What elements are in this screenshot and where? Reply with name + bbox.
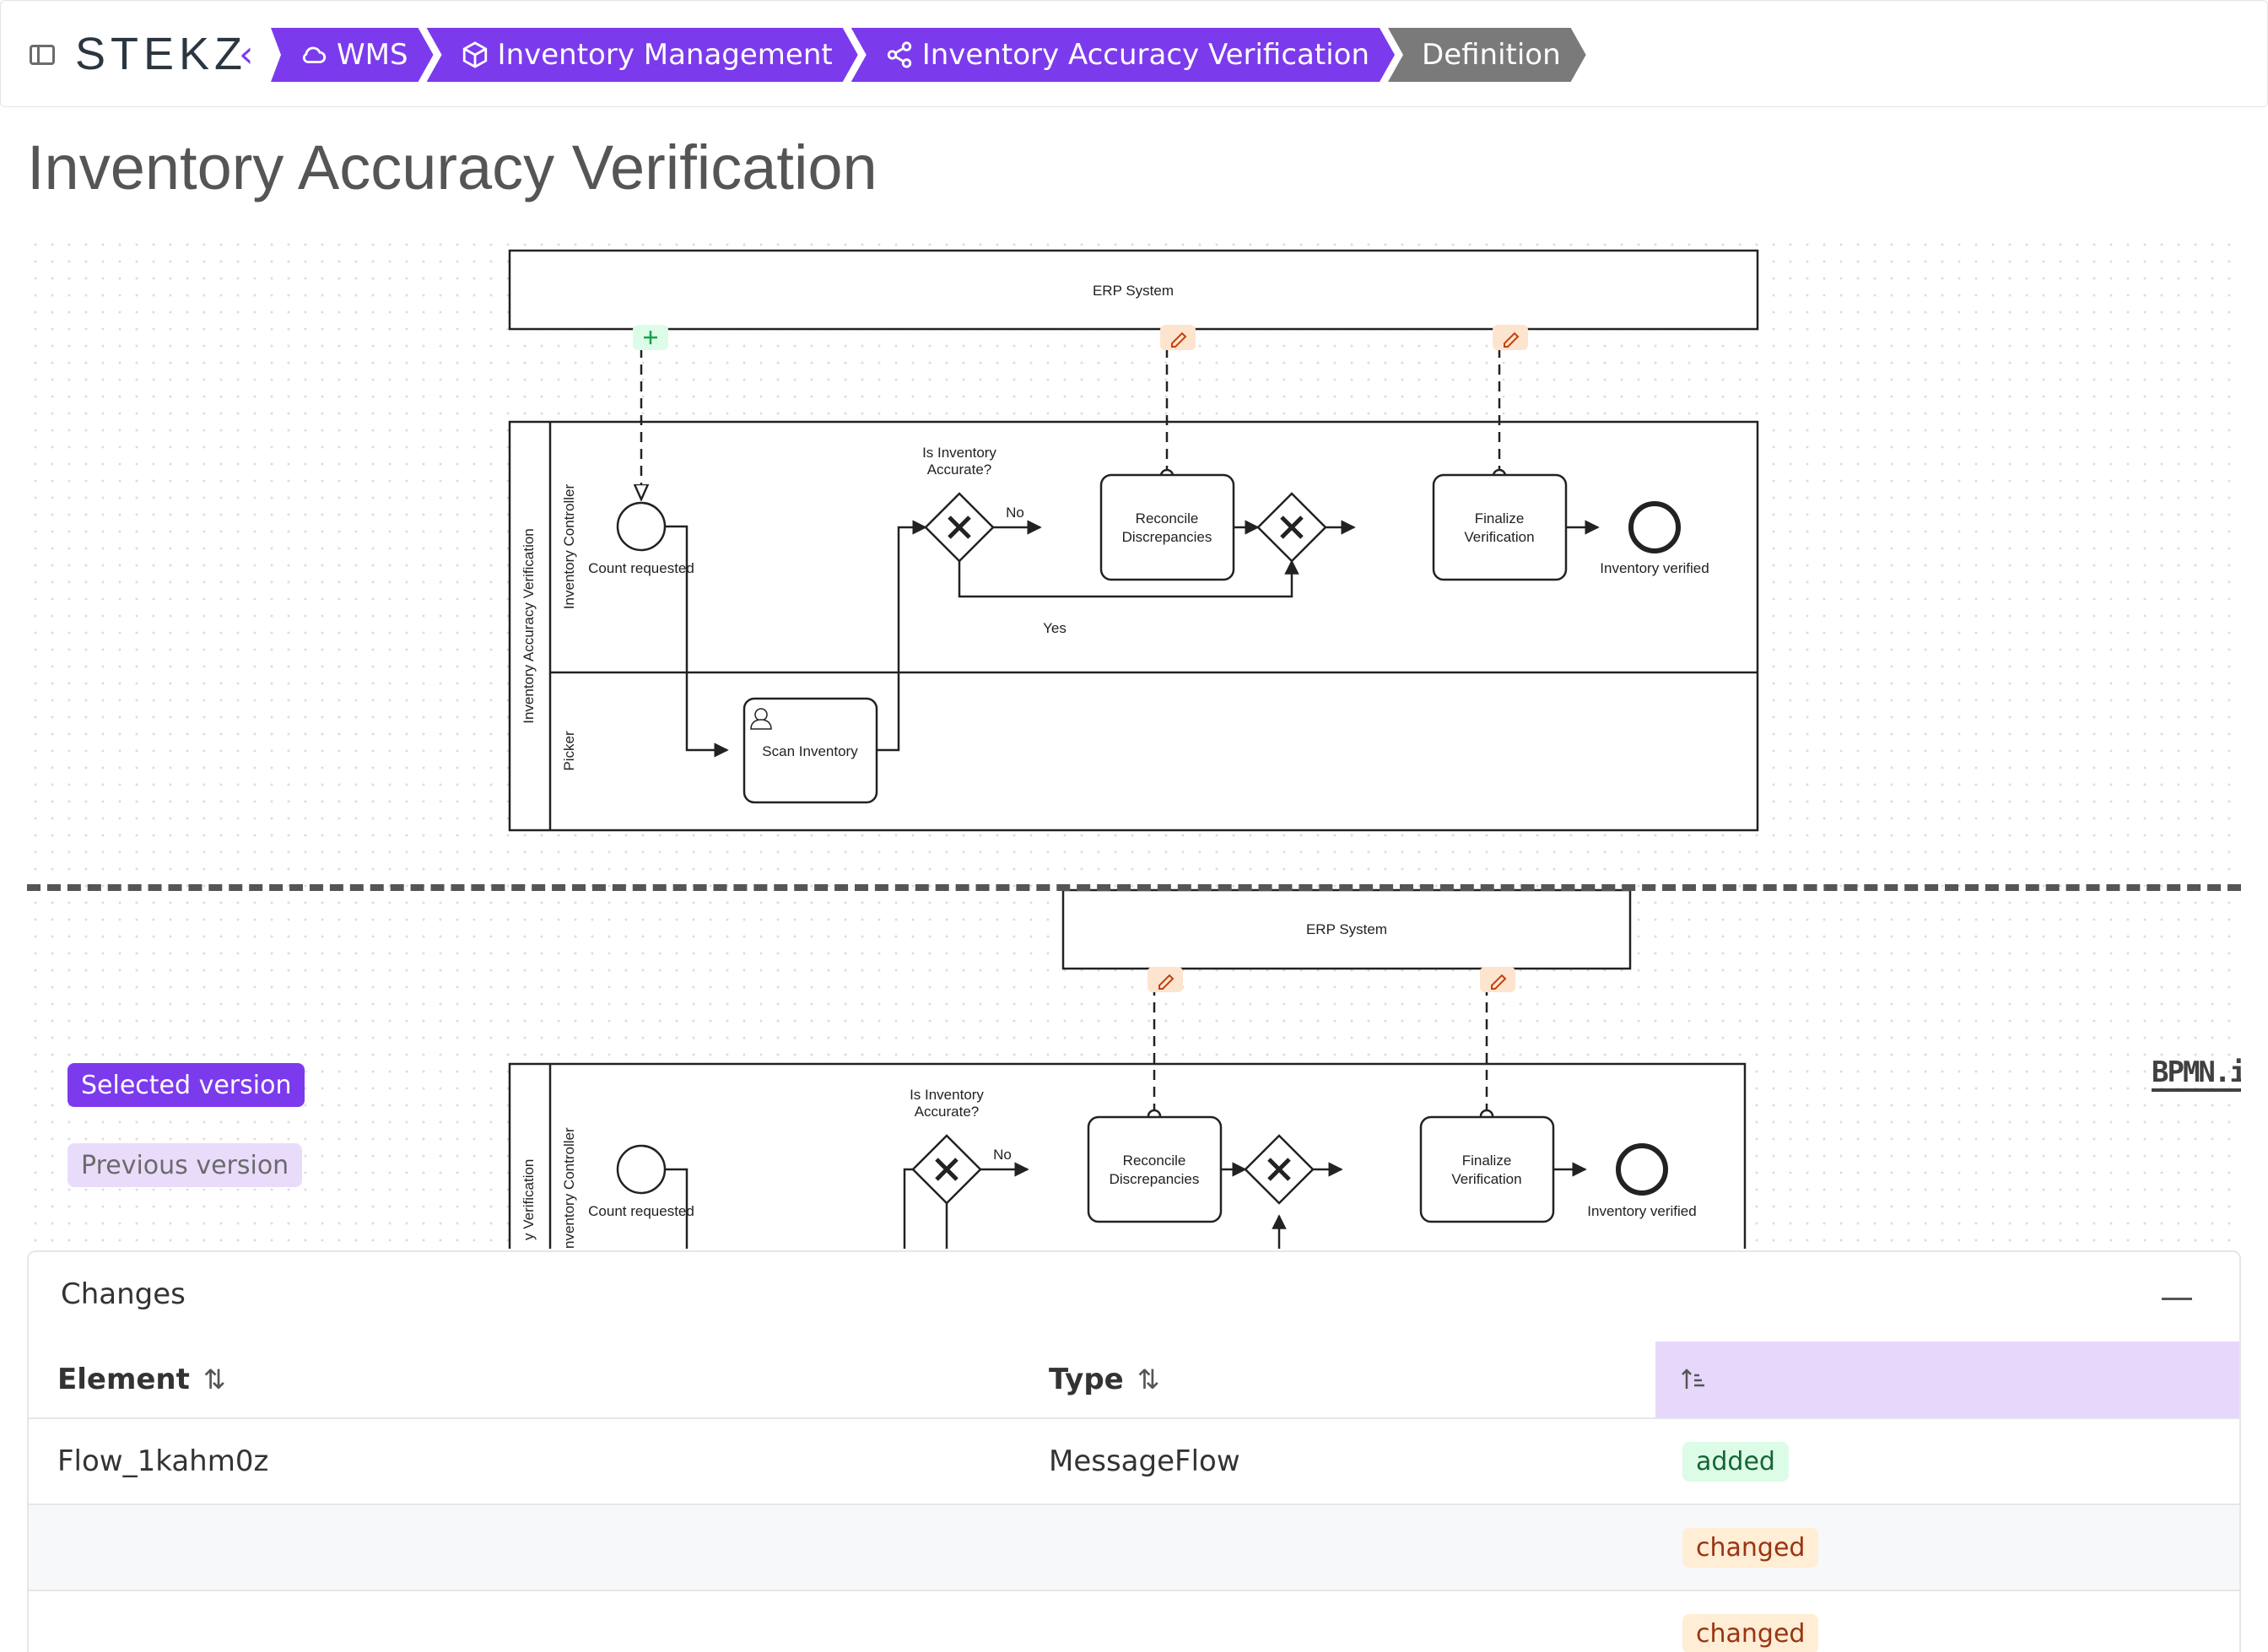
erp-system-label-previous: ERP System xyxy=(1306,921,1387,937)
sidebar-toggle-icon[interactable] xyxy=(30,45,55,65)
lane-label-picker: Picker xyxy=(561,731,577,771)
changed-marker-icon xyxy=(1480,967,1515,992)
flow-label-no-previous: No xyxy=(993,1147,1012,1163)
task-finalize-label-1-previous: Finalize xyxy=(1462,1153,1512,1169)
gateway-label-line2: Accurate? xyxy=(927,462,992,478)
bpmn-io-watermark[interactable]: BPMN.iO xyxy=(2152,1056,2241,1092)
end-event-label-previous: Inventory verified xyxy=(1587,1203,1696,1219)
end-event-previous[interactable] xyxy=(1616,1143,1668,1196)
added-marker-icon xyxy=(633,325,668,350)
breadcrumb-item-definition[interactable]: Definition xyxy=(1388,28,1586,82)
selected-version-badge: Selected version xyxy=(68,1063,305,1107)
task-finalize-label-1: Finalize xyxy=(1475,510,1525,526)
start-event[interactable] xyxy=(616,501,667,552)
flow-label-no: No xyxy=(1006,505,1024,521)
logo: STEKZ xyxy=(75,29,248,79)
column-header-status[interactable] xyxy=(1655,1342,2239,1417)
breadcrumb-label: WMS xyxy=(337,38,408,72)
box-icon xyxy=(461,40,489,69)
changes-title: Changes xyxy=(61,1277,186,1311)
cell-element: Flow_1kahm0z xyxy=(57,1444,269,1478)
sort-icon[interactable]: ⇅ xyxy=(1137,1363,1160,1396)
breadcrumb-item-wms[interactable]: WMS xyxy=(271,28,434,82)
table-header-divider xyxy=(29,1417,2239,1419)
breadcrumb-label: Inventory Management xyxy=(497,38,833,72)
status-badge: added xyxy=(1682,1441,1789,1482)
changed-marker-icon xyxy=(1148,967,1183,992)
sort-icon[interactable]: ⇅ xyxy=(202,1363,226,1396)
table-row[interactable]: Flow_1kahm0z MessageFlow added xyxy=(29,1419,2239,1505)
page-title: Inventory Accuracy Verification xyxy=(27,132,878,202)
cell-status: changed xyxy=(1682,1505,1819,1590)
cloud-icon xyxy=(300,40,328,69)
erp-system-pool[interactable] xyxy=(508,249,1759,331)
task-reconcile-label-2: Discrepancies xyxy=(1122,529,1212,545)
gateway-label-line1: Is Inventory xyxy=(922,445,996,461)
status-badge: changed xyxy=(1682,1613,1819,1652)
diagram-canvas[interactable]: ERP System Inventory Accuracy Verificati… xyxy=(27,236,2241,1249)
task-reconcile-label-2-previous: Discrepancies xyxy=(1110,1171,1200,1187)
table-row[interactable]: changed xyxy=(29,1505,2239,1591)
selected-version-diagram: ERP System Inventory Accuracy Verificati… xyxy=(508,249,1759,832)
breadcrumb-item-process[interactable]: Inventory Accuracy Verification xyxy=(851,28,1395,82)
task-finalize-label-2-previous: Verification xyxy=(1451,1171,1521,1187)
collapse-icon[interactable] xyxy=(2162,1298,2192,1300)
lane-label-controller-previous: nventory Controller xyxy=(561,1127,577,1249)
lane-label-controller: Inventory Controller xyxy=(561,483,577,609)
task-scan-label: Scan Inventory xyxy=(762,743,858,759)
sort-ascending-icon[interactable] xyxy=(1681,1367,1706,1392)
pool-label: Inventory Accuracy Verification xyxy=(521,528,537,724)
task-reconcile-previous[interactable] xyxy=(1087,1115,1223,1223)
gateway-label-line2-previous: Accurate? xyxy=(915,1104,980,1120)
gateway-label-line1-previous: Is Inventory xyxy=(910,1087,984,1103)
bpmn-diagram: ERP System Inventory Accuracy Verificati… xyxy=(508,249,1759,1249)
task-finalize-previous[interactable] xyxy=(1419,1115,1555,1223)
share-nodes-icon xyxy=(885,40,914,69)
column-header-type[interactable]: Type ⇅ xyxy=(1049,1342,1160,1417)
breadcrumb-item-inventory-management[interactable]: Inventory Management xyxy=(427,28,858,82)
table-row[interactable]: changed xyxy=(29,1591,2239,1652)
breadcrumb-label: Inventory Accuracy Verification xyxy=(921,38,1370,72)
flow-label-yes: Yes xyxy=(1043,620,1066,636)
changed-marker-icon xyxy=(1160,325,1196,350)
start-event-label: Count requested xyxy=(588,560,694,576)
column-header-label: Element xyxy=(57,1363,190,1396)
task-reconcile-label-1-previous: Reconcile xyxy=(1123,1153,1186,1169)
end-event[interactable] xyxy=(1628,501,1681,553)
cell-status: added xyxy=(1682,1419,1789,1504)
back-chevron-icon[interactable]: ‹ xyxy=(239,33,254,76)
changed-marker-icon xyxy=(1493,325,1528,350)
previous-version-diagram: ERP System y Verification nventory Contr… xyxy=(508,888,1747,1249)
pool-label-previous: y Verification xyxy=(521,1159,537,1240)
changes-panel: Changes Element ⇅ Type ⇅ Flow_1kahm0z Me… xyxy=(27,1250,2241,1652)
end-event-label: Inventory verified xyxy=(1600,560,1709,576)
task-reconcile-label-1: Reconcile xyxy=(1136,510,1199,526)
status-badge: changed xyxy=(1682,1527,1819,1568)
task-finalize[interactable] xyxy=(1432,473,1568,581)
start-event-label-previous: Count requested xyxy=(588,1203,694,1219)
cell-status: changed xyxy=(1682,1591,1819,1652)
top-bar: STEKZ ‹ WMS Inventory Management Invento… xyxy=(0,0,2268,107)
breadcrumb-label: Definition xyxy=(1422,38,1561,72)
previous-version-badge: Previous version xyxy=(68,1143,303,1187)
gateway-merge-previous[interactable] xyxy=(1244,1134,1315,1205)
erp-system-label: ERP System xyxy=(1093,283,1174,299)
task-reconcile[interactable] xyxy=(1099,473,1235,581)
column-header-element[interactable]: Element ⇅ xyxy=(57,1342,226,1417)
erp-system-pool-previous[interactable] xyxy=(1061,888,1632,970)
breadcrumb: WMS Inventory Management Inventory Accur… xyxy=(278,28,1586,82)
user-task-icon xyxy=(750,708,772,730)
column-header-label: Type xyxy=(1049,1363,1124,1396)
version-divider xyxy=(27,884,2241,891)
start-event-previous[interactable] xyxy=(616,1144,667,1195)
cell-type: MessageFlow xyxy=(1049,1444,1240,1478)
gateway-merge[interactable] xyxy=(1256,492,1327,563)
task-finalize-label-2: Verification xyxy=(1464,529,1534,545)
